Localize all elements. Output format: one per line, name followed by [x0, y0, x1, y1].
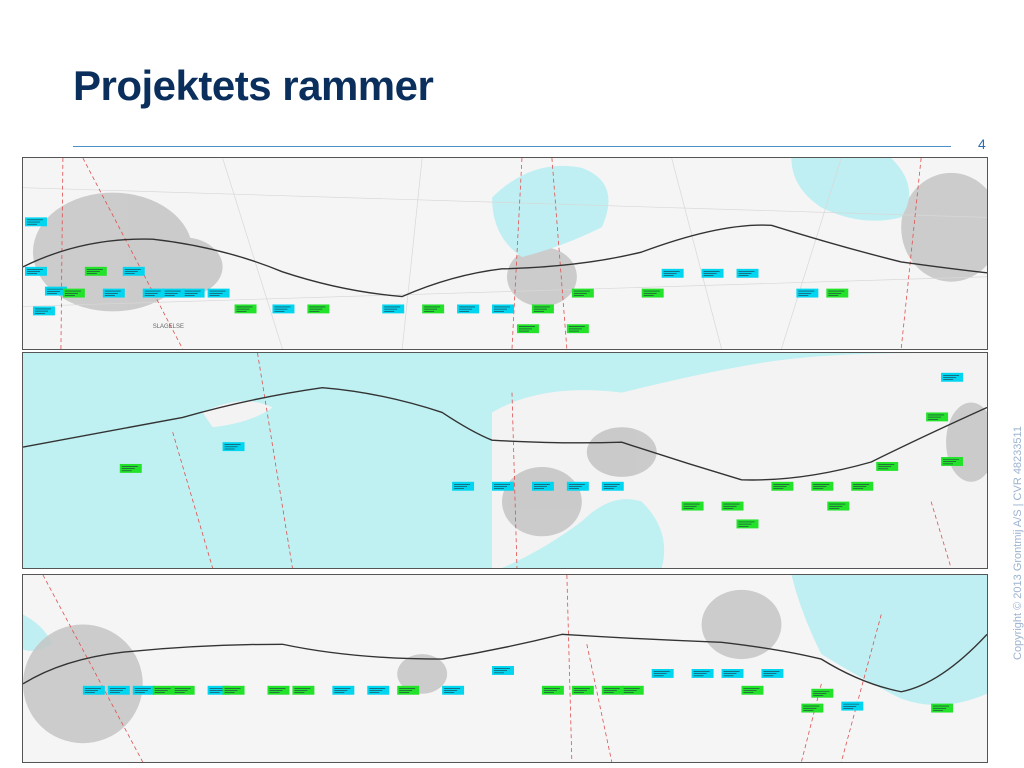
map-section-1: SLAGELSE [22, 157, 988, 350]
map-place-label: SLAGELSE [153, 324, 184, 330]
map-section-3 [22, 574, 988, 763]
map-1-drawing: SLAGELSE [23, 158, 987, 349]
copyright-notice: Copyright © 2013 Grontmij A/S | CVR 4823… [1012, 426, 1024, 660]
title-divider [73, 146, 951, 147]
slide-title: Projektets rammer [73, 62, 434, 109]
railway-alignment-3 [23, 633, 987, 693]
map-3-drawing [23, 575, 987, 762]
railway-alignment-2 [23, 386, 987, 481]
page-number: 4 [978, 136, 986, 152]
railway-alignment-1 [23, 224, 987, 298]
map-2-drawing [23, 353, 987, 568]
map-section-2 [22, 352, 988, 569]
